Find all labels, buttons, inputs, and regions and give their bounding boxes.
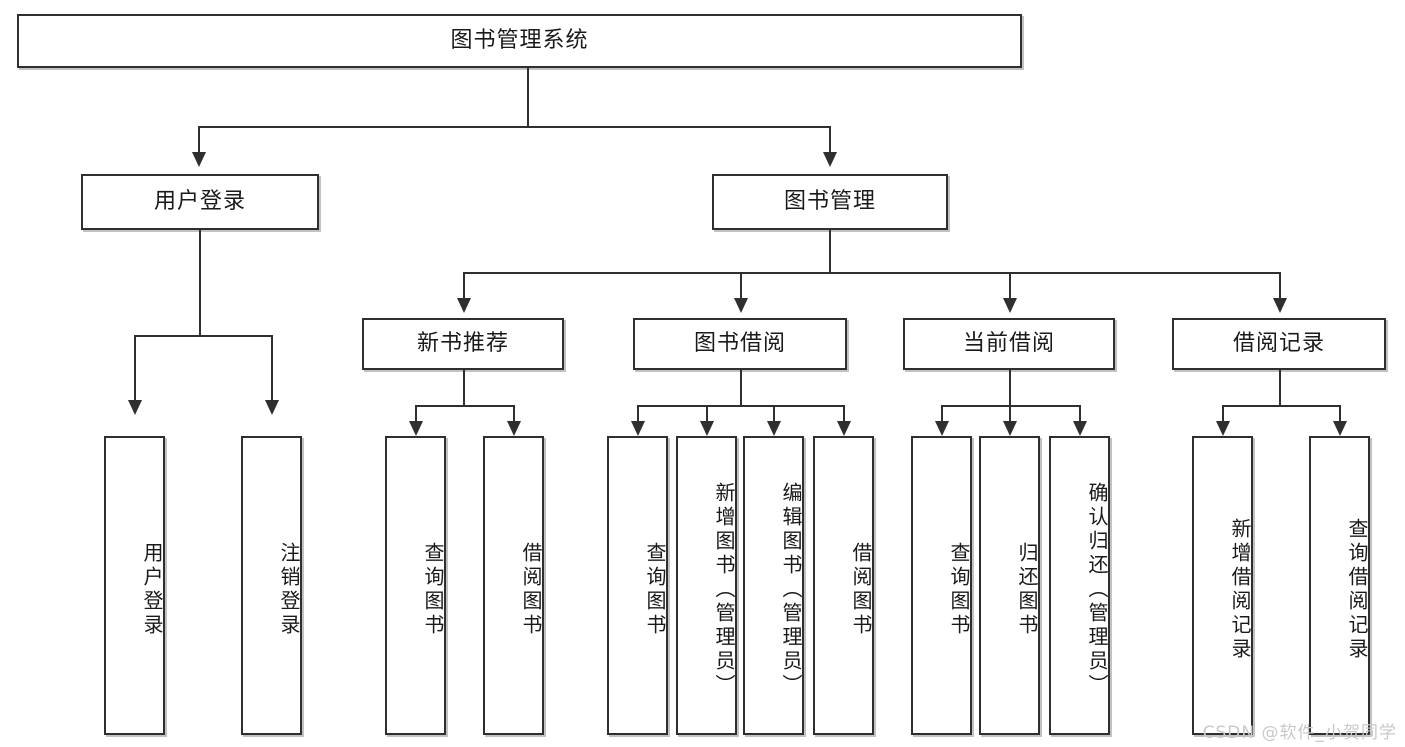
leaf-label: 用户登录 bbox=[140, 541, 164, 638]
node-label: 图书借阅 bbox=[693, 331, 786, 357]
arrow-bookborrow-leaf-4 bbox=[837, 421, 851, 436]
node-book-management[interactable]: 图书管理 bbox=[712, 174, 948, 230]
leaf-label: 新增图书（管理员） bbox=[712, 481, 736, 698]
connector-login-drop-1 bbox=[134, 335, 136, 400]
leaf-label: 查询图书 bbox=[947, 541, 971, 638]
arrow-bookborrow-leaf-3 bbox=[767, 421, 781, 436]
arrow-login-leaf-2 bbox=[265, 400, 279, 415]
leaf-label: 查询图书 bbox=[643, 541, 667, 638]
arrow-borrowrecord-leaf-1 bbox=[1216, 421, 1230, 436]
connector-root-to-bookmgmt bbox=[829, 126, 831, 152]
arrow-currentborrow-leaf-2 bbox=[1003, 421, 1017, 436]
arrow-root-to-login bbox=[192, 152, 206, 167]
node-label: 用户登录 bbox=[153, 189, 246, 215]
leaf-label: 借阅图书 bbox=[849, 541, 873, 638]
leaf-edit-book-admin[interactable]: 编辑图书（管理员） bbox=[743, 436, 804, 735]
arrow-currentborrow-leaf-1 bbox=[935, 421, 949, 436]
node-user-login[interactable]: 用户登录 bbox=[81, 174, 319, 230]
leaf-query-book-borrow[interactable]: 查询图书 bbox=[607, 436, 668, 735]
connector-currentborrow-stem bbox=[1009, 370, 1011, 405]
node-label: 图书管理 bbox=[783, 189, 876, 215]
csdn-watermark: CSDN @软件_小贺同学 bbox=[1202, 723, 1397, 743]
leaf-add-borrow-record[interactable]: 新增借阅记录 bbox=[1192, 436, 1253, 735]
leaf-query-borrow-record[interactable]: 查询借阅记录 bbox=[1309, 436, 1370, 735]
connector-level3-bus bbox=[463, 272, 1279, 274]
connector-login-bus bbox=[134, 335, 273, 337]
connector-level3-drop-1 bbox=[463, 272, 465, 298]
leaf-label: 归还图书 bbox=[1015, 541, 1039, 638]
arrow-root-to-bookmgmt bbox=[823, 152, 837, 167]
connector-currentborrow-drop-2 bbox=[1009, 405, 1011, 421]
arrow-newbook-leaf-1 bbox=[409, 421, 423, 436]
connector-bookborrow-stem bbox=[740, 370, 742, 405]
leaf-label: 查询图书 bbox=[421, 541, 445, 638]
connector-newbook-bus bbox=[415, 405, 514, 407]
node-label: 图书管理系统 bbox=[450, 28, 589, 54]
connector-bookborrow-bus bbox=[637, 405, 844, 407]
connector-newbook-drop-1 bbox=[415, 405, 417, 421]
connector-bookborrow-drop-1 bbox=[637, 405, 639, 421]
arrow-bookborrow-leaf-1 bbox=[631, 421, 645, 436]
connector-root-stem bbox=[527, 68, 529, 126]
arrow-level3-4 bbox=[1273, 298, 1287, 313]
leaf-label: 新增借阅记录 bbox=[1228, 517, 1252, 662]
leaf-label: 注销登录 bbox=[277, 541, 301, 638]
node-label: 借阅记录 bbox=[1232, 331, 1325, 357]
arrow-newbook-leaf-2 bbox=[507, 421, 521, 436]
leaf-label: 编辑图书（管理员） bbox=[779, 481, 803, 698]
leaf-label: 借阅图书 bbox=[519, 541, 543, 638]
node-label: 当前借阅 bbox=[962, 331, 1055, 357]
connector-borrowrecord-bus bbox=[1222, 405, 1339, 407]
connector-root-bus bbox=[198, 126, 830, 128]
connector-root-to-login bbox=[198, 126, 200, 152]
leaf-add-book-admin[interactable]: 新增图书（管理员） bbox=[676, 436, 737, 735]
leaf-borrow-book[interactable]: 借阅图书 bbox=[813, 436, 874, 735]
leaf-confirm-return-admin[interactable]: 确认归还（管理员） bbox=[1049, 436, 1110, 735]
connector-level3-drop-4 bbox=[1279, 272, 1281, 298]
leaf-label: 查询借阅记录 bbox=[1345, 517, 1369, 662]
arrow-login-leaf-1 bbox=[128, 400, 142, 415]
connector-borrowrecord-drop-1 bbox=[1222, 405, 1224, 421]
node-borrow-record[interactable]: 借阅记录 bbox=[1172, 318, 1386, 370]
arrow-level3-3 bbox=[1003, 298, 1017, 313]
connector-currentborrow-drop-1 bbox=[941, 405, 943, 421]
leaf-logout[interactable]: 注销登录 bbox=[241, 436, 302, 735]
connector-login-stem bbox=[199, 230, 201, 335]
connector-bookborrow-drop-3 bbox=[773, 405, 775, 421]
connector-level3-drop-3 bbox=[1009, 272, 1011, 298]
leaf-label: 确认归还（管理员） bbox=[1085, 481, 1109, 698]
leaf-borrow-book-newbook[interactable]: 借阅图书 bbox=[483, 436, 544, 735]
node-root-system[interactable]: 图书管理系统 bbox=[17, 14, 1022, 68]
connector-newbook-drop-2 bbox=[513, 405, 515, 421]
node-new-book-recommend[interactable]: 新书推荐 bbox=[362, 318, 564, 370]
connector-bookmgmt-stem bbox=[829, 230, 831, 272]
node-current-borrow[interactable]: 当前借阅 bbox=[903, 318, 1115, 370]
connector-currentborrow-drop-3 bbox=[1079, 405, 1081, 421]
arrow-level3-1 bbox=[457, 298, 471, 313]
leaf-return-book[interactable]: 归还图书 bbox=[979, 436, 1040, 735]
connector-borrowrecord-stem bbox=[1279, 370, 1281, 405]
arrow-level3-2 bbox=[734, 298, 748, 313]
node-label: 新书推荐 bbox=[416, 331, 509, 357]
connector-bookborrow-drop-4 bbox=[843, 405, 845, 421]
arrow-currentborrow-leaf-3 bbox=[1073, 421, 1087, 436]
connector-login-drop-2 bbox=[271, 335, 273, 400]
arrow-borrowrecord-leaf-2 bbox=[1333, 421, 1347, 436]
connector-bookborrow-drop-2 bbox=[706, 405, 708, 421]
node-book-borrow[interactable]: 图书借阅 bbox=[633, 318, 847, 370]
connector-level3-drop-2 bbox=[740, 272, 742, 298]
leaf-user-login[interactable]: 用户登录 bbox=[104, 436, 165, 735]
arrow-bookborrow-leaf-2 bbox=[700, 421, 714, 436]
connector-borrowrecord-drop-2 bbox=[1339, 405, 1341, 421]
leaf-query-book-newbook[interactable]: 查询图书 bbox=[385, 436, 446, 735]
connector-newbook-stem bbox=[463, 370, 465, 405]
leaf-query-book-current[interactable]: 查询图书 bbox=[911, 436, 972, 735]
